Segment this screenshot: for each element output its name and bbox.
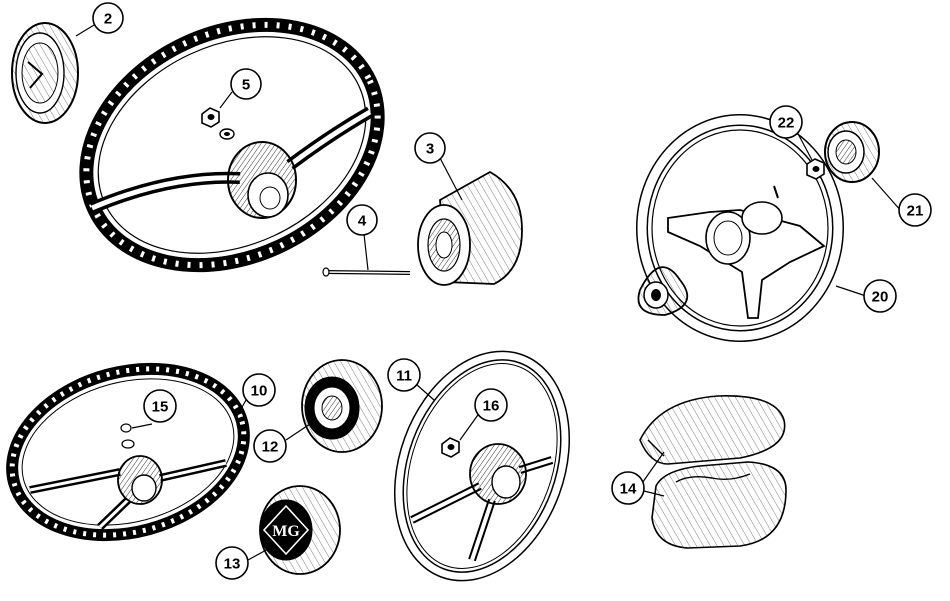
steering-wheel-lower-middle xyxy=(393,350,571,582)
horn-push-12 xyxy=(301,359,383,453)
svg-text:12: 12 xyxy=(262,439,279,456)
horn-push-13: MG xyxy=(259,485,341,575)
nut-5 xyxy=(201,107,235,140)
pin-4 xyxy=(322,267,411,277)
leader-lines xyxy=(75,21,903,561)
steering-wheel-lower-left xyxy=(6,362,250,542)
svg-text:11: 11 xyxy=(396,368,412,385)
callout-14: 14 xyxy=(611,471,645,505)
callout-15: 15 xyxy=(143,389,177,423)
callout-5: 5 xyxy=(230,68,262,100)
callout-2: 2 xyxy=(92,2,124,34)
callout-4: 4 xyxy=(346,204,378,236)
svg-text:21: 21 xyxy=(907,203,924,220)
svg-text:22: 22 xyxy=(778,115,795,132)
steering-wheel-right xyxy=(636,114,844,342)
svg-text:15: 15 xyxy=(152,399,169,416)
svg-text:13: 13 xyxy=(224,556,241,573)
callout-21: 21 xyxy=(898,193,932,227)
callout-3: 3 xyxy=(414,132,446,164)
svg-text:5: 5 xyxy=(242,77,250,94)
svg-text:4: 4 xyxy=(358,213,367,230)
horn-push-2 xyxy=(11,22,79,124)
column-shroud-14 xyxy=(639,395,787,549)
svg-text:10: 10 xyxy=(251,383,268,400)
callout-11: 11 xyxy=(387,358,421,392)
callout-13: 13 xyxy=(215,546,249,580)
svg-text:2: 2 xyxy=(104,11,112,28)
callout-16: 16 xyxy=(474,388,508,422)
svg-text:16: 16 xyxy=(483,398,500,415)
wheel-boss-3 xyxy=(417,170,523,286)
horn-push-21 xyxy=(824,121,880,183)
mg-badge-text: MG xyxy=(272,523,300,540)
svg-text:20: 20 xyxy=(872,289,889,306)
callout-12: 12 xyxy=(253,429,287,463)
callout-10: 10 xyxy=(242,373,276,407)
svg-text:14: 14 xyxy=(620,481,637,498)
nut-16 xyxy=(441,437,460,458)
nut-22 xyxy=(806,158,825,180)
svg-text:3: 3 xyxy=(426,141,434,158)
callout-20: 20 xyxy=(863,279,897,313)
steering-wheel-large xyxy=(79,17,385,273)
callout-22: 22 xyxy=(769,105,803,139)
